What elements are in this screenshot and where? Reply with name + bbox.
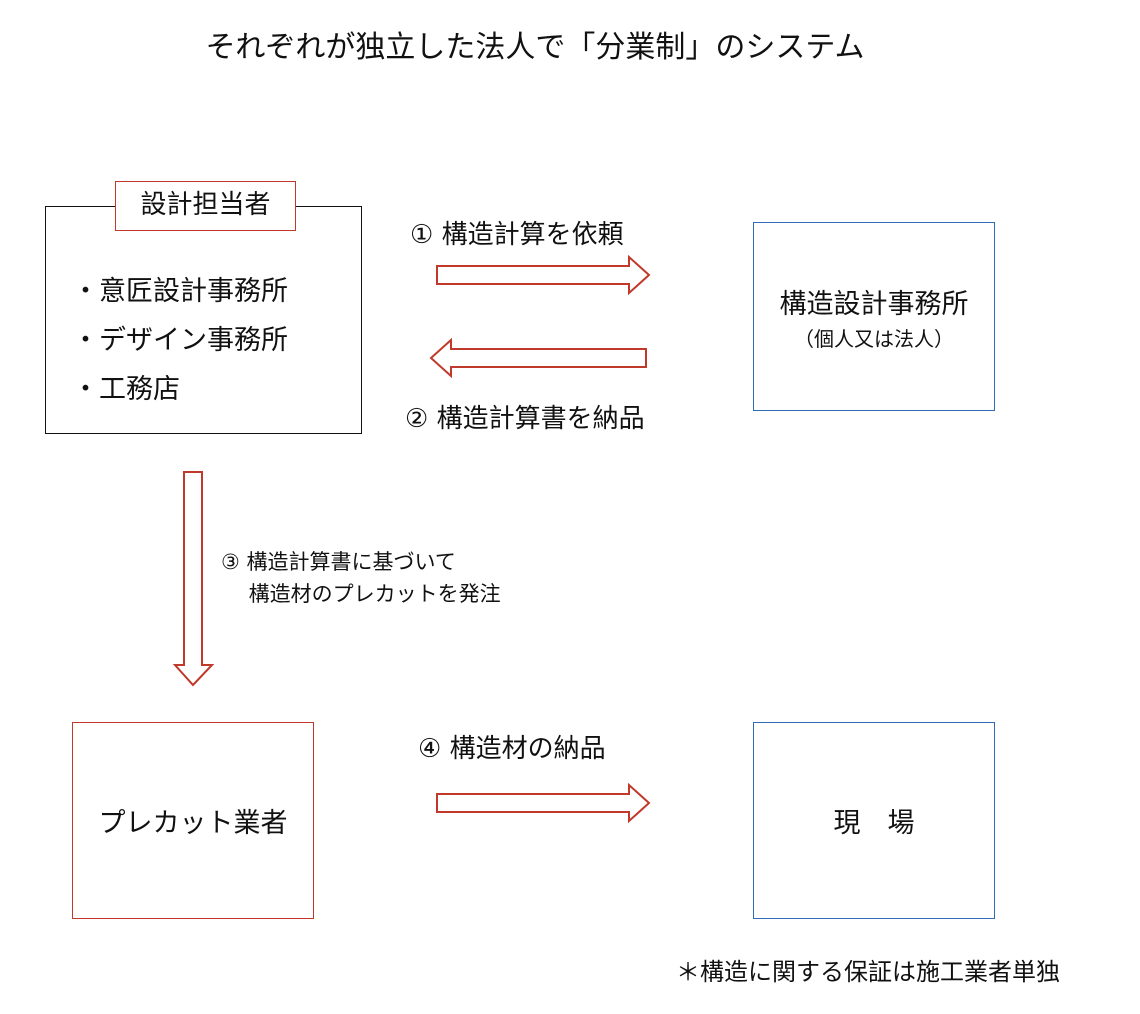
structural-office-box: 構造設計事務所 （個人又は法人） bbox=[753, 222, 995, 411]
step4-label: ④ 構造材の納品 bbox=[418, 734, 606, 764]
structural-office-name: 構造設計事務所 bbox=[779, 288, 969, 320]
site-name: 現 場 bbox=[833, 808, 915, 839]
step2-label: ② 構造計算書を納品 bbox=[405, 404, 645, 434]
step3-arrow bbox=[172, 471, 215, 687]
precut-box: プレカット業者 bbox=[72, 722, 314, 919]
precut-name: プレカット業者 bbox=[98, 808, 288, 839]
step3-label-line1: ③ 構造計算書に基づいて bbox=[221, 550, 456, 574]
designer-item-design-firm: ・デザイン事務所 bbox=[72, 325, 288, 356]
step3-label-line2: 構造材のプレカットを発注 bbox=[221, 582, 501, 606]
step2-arrow bbox=[429, 337, 647, 379]
designer-item-builder: ・工務店 bbox=[72, 374, 180, 405]
footnote: ＊構造に関する保証は施工業者単独 bbox=[676, 958, 1060, 986]
designer-item-design-office: ・意匠設計事務所 bbox=[72, 276, 288, 307]
designer-list: ・意匠設計事務所 ・デザイン事務所 ・工務店 bbox=[72, 267, 288, 414]
step3-label: ③ 構造計算書に基づいて 構造材のプレカットを発注 bbox=[221, 546, 501, 610]
structural-office-sub: （個人又は法人） bbox=[794, 326, 954, 351]
step4-arrow bbox=[436, 782, 651, 824]
step1-arrow bbox=[436, 254, 651, 296]
site-box: 現 場 bbox=[753, 722, 995, 919]
step1-label: ① 構造計算を依頼 bbox=[410, 220, 624, 250]
diagram-title: それぞれが独立した法人で「分業制」のシステム bbox=[205, 30, 865, 65]
designer-label: 設計担当者 bbox=[115, 181, 296, 231]
